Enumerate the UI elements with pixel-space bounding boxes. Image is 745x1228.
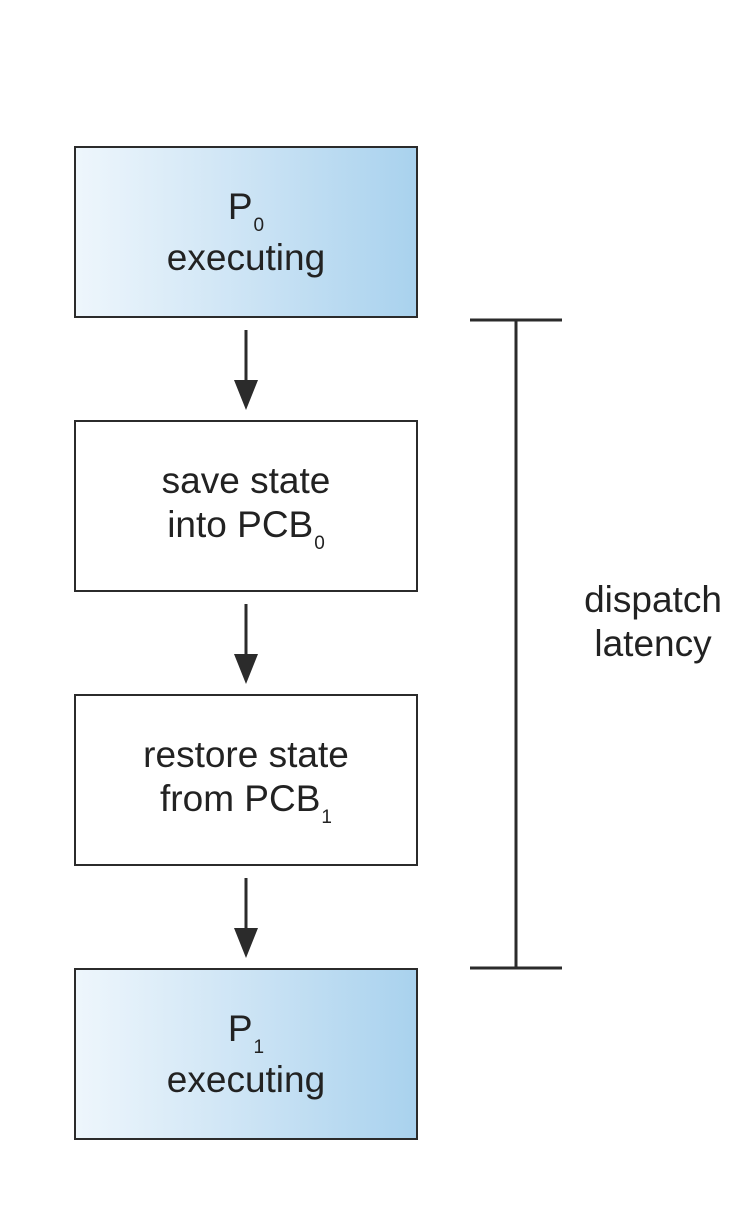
save-state-line2: into PCB0 [167, 503, 325, 554]
p0-executing-box: P0 executing [74, 146, 418, 318]
restore-state-line1: restore state [143, 733, 349, 775]
restore-state-box: restore state from PCB1 [74, 694, 418, 866]
p1-subscript: 1 [253, 1036, 265, 1058]
p0-executing-text: executing [166, 236, 326, 278]
p1-executing-box: P1 executing [74, 968, 418, 1140]
dispatch-latency-bracket [470, 318, 562, 970]
restore-state-line2: from PCB1 [160, 777, 332, 828]
arrow-save-to-restore [234, 604, 258, 684]
restore-state-subscript: 1 [321, 806, 332, 828]
save-state-line1: save state [161, 459, 331, 501]
save-state-subscript: 0 [314, 532, 325, 554]
save-state-box: save state into PCB0 [74, 420, 418, 592]
arrow-restore-to-p1 [234, 878, 258, 958]
dispatch-latency-line1: dispatch [584, 579, 722, 620]
arrow-p0-to-save [234, 330, 258, 410]
dispatch-latency-label: dispatch latency [568, 578, 738, 666]
dispatch-latency-line2: latency [594, 623, 712, 664]
p1-label: P1 [227, 1007, 265, 1058]
p1-executing-text: executing [166, 1058, 326, 1100]
p0-subscript: 0 [253, 214, 265, 236]
p0-label: P0 [227, 185, 265, 236]
